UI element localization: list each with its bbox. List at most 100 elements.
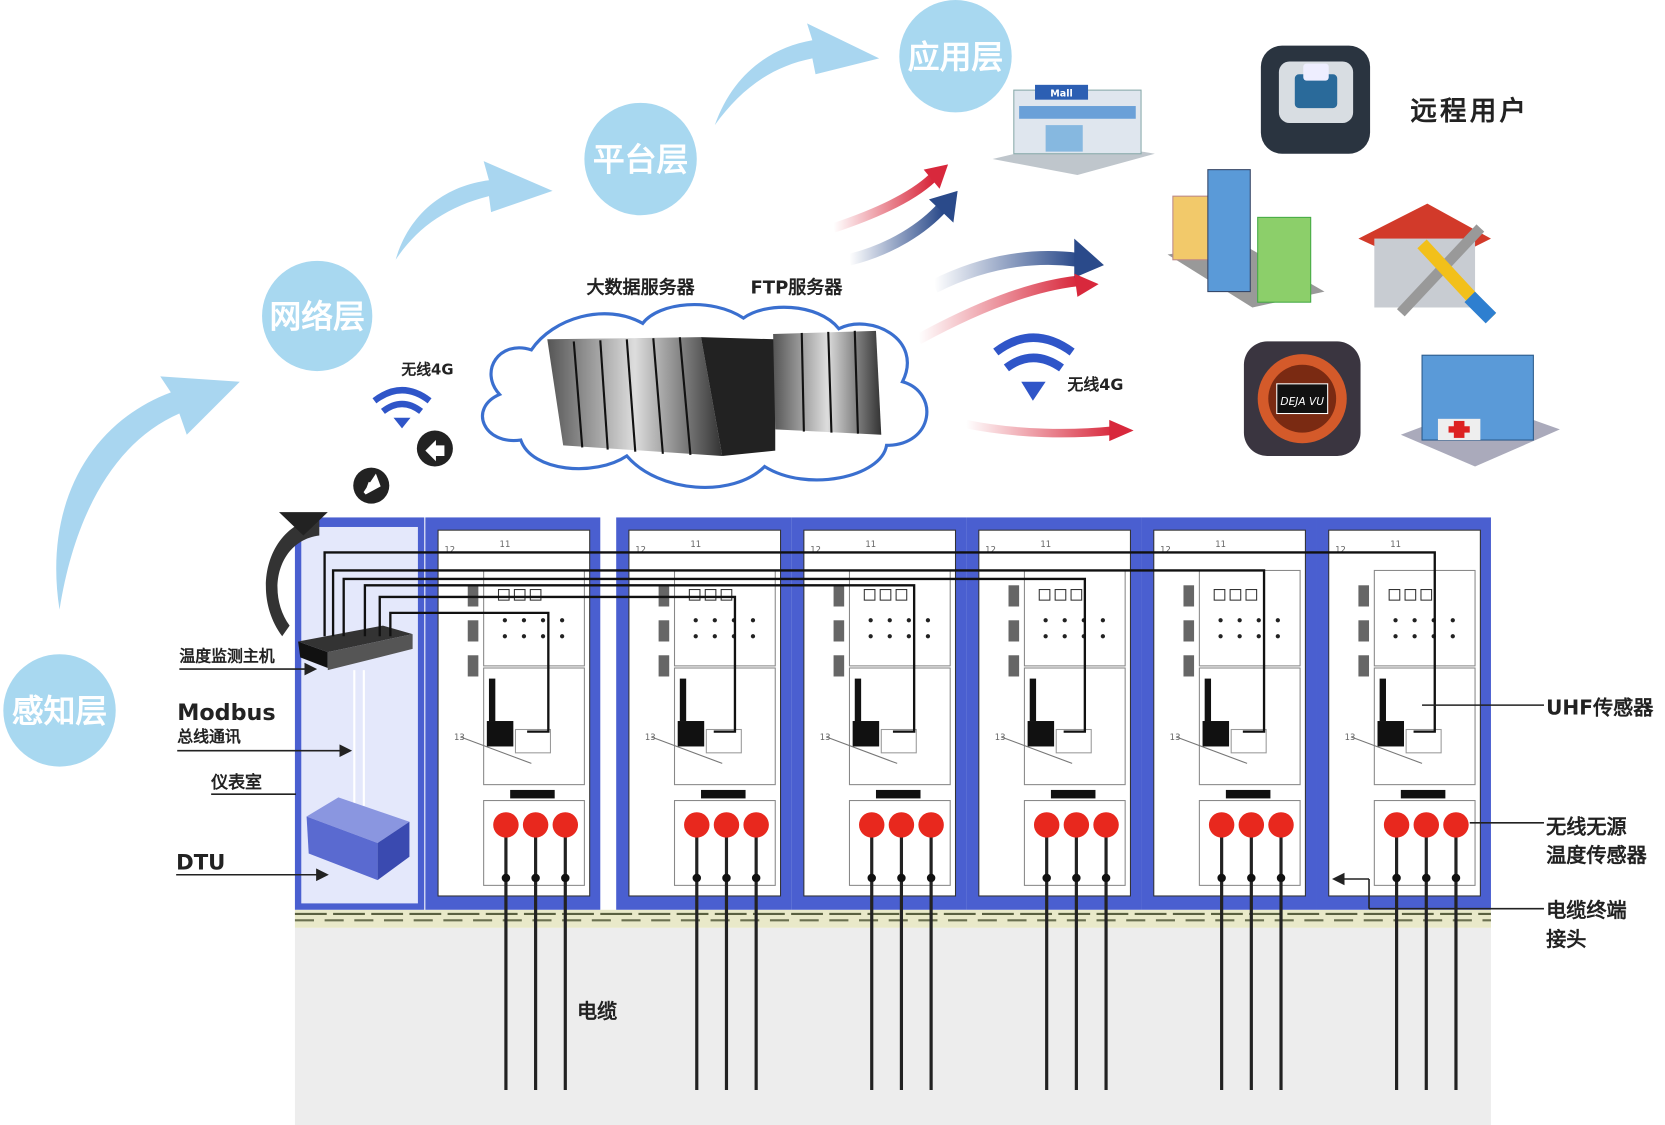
wireless-temperature-sensor (859, 812, 885, 838)
side-device (467, 655, 479, 677)
meter-icon (497, 589, 510, 601)
meter-icon (513, 589, 526, 601)
cable-terminal-joint (1072, 873, 1081, 883)
indicator-dot (925, 618, 931, 623)
indicator-dot (868, 618, 873, 623)
wireless-4g-right: 无线4G (993, 333, 1123, 401)
city-buildings-icon (1167, 169, 1325, 308)
side-device (1008, 620, 1020, 642)
breaker-box (880, 728, 917, 754)
part-number-label: 13 (995, 732, 1006, 742)
cable-terminal-joint (926, 873, 936, 883)
wifi-icon (372, 387, 432, 415)
relay-compartment (1373, 569, 1476, 667)
part-number-label: 13 (454, 732, 465, 742)
cable-terminal-joint (692, 873, 702, 883)
indicator-dot (1450, 618, 1455, 623)
temp-sensor-label-line1: 无线无源 (1546, 814, 1626, 838)
indicator-dot (540, 634, 546, 639)
flow-arrow-network-to-platform (395, 161, 553, 260)
wireless-temperature-sensor (1093, 812, 1119, 838)
side-device (1008, 585, 1020, 607)
cable-terminal-joint (1101, 873, 1111, 883)
indicator-dot (925, 634, 931, 639)
breaker-box (705, 728, 742, 754)
bus-comm-label: 总线通讯 (177, 727, 241, 746)
terminal-bar (1400, 789, 1446, 799)
indicator-dot (540, 618, 546, 623)
side-device (1183, 585, 1195, 607)
mall-sign: Mall (1050, 88, 1072, 99)
instrument-room-labels: 温度监测主机 Modbus 总线通讯 仪表室 DTU (176, 647, 353, 882)
server-cloud: 大数据服务器 FTP服务器 (480, 277, 929, 489)
terminal-bar (1225, 789, 1271, 799)
indicator-dot (1412, 634, 1417, 639)
indicator-dot (693, 634, 698, 639)
wireless-temperature-sensor (1413, 812, 1440, 838)
breaker-box (1055, 728, 1092, 754)
wireless-temperature-sensor (684, 812, 710, 838)
busbar (679, 678, 687, 722)
indicator-dot (693, 618, 698, 623)
busbar (1379, 678, 1386, 722)
busbar (1204, 678, 1212, 722)
indicator-dot (1043, 634, 1048, 639)
sensor-bus-line (323, 551, 1436, 733)
indicator-dot (1062, 618, 1067, 623)
layer-label-perception: 感知层 (12, 693, 107, 730)
sensor-bus-line (378, 595, 737, 733)
layer-label-network: 网络层 (269, 299, 364, 336)
indicator-dot (559, 618, 565, 623)
leader-line (825, 736, 898, 764)
meter-icon (720, 589, 733, 601)
indicator-dot (887, 634, 892, 639)
indicator-dot (1237, 618, 1242, 623)
cable-terminal-joint (751, 873, 761, 883)
sensor-bus-line (363, 584, 916, 733)
indicator-dot (521, 634, 527, 639)
cable-terminal-label-line1: 电缆终端 (1546, 898, 1626, 922)
wireless-temperature-sensor (493, 812, 519, 838)
meter-icon (879, 589, 892, 601)
cable-terminal-joint (722, 873, 731, 883)
side-device (833, 655, 845, 677)
sensor-bus-lines (323, 551, 1436, 733)
part-number-label: 12 (1160, 544, 1171, 554)
terminal-bar (1050, 789, 1096, 799)
indicator-dot (1237, 634, 1242, 639)
side-device (833, 585, 845, 607)
cable-trench (294, 927, 1491, 1125)
meter-icon (1388, 589, 1401, 601)
flow-arrow-perception-to-network (56, 376, 240, 610)
uhf-sensor-block (1377, 721, 1405, 747)
uhf-sensor-block (852, 721, 880, 747)
indicator-dot (1412, 618, 1417, 623)
upload-arrow-icon (353, 467, 390, 504)
indicator-dot (1062, 634, 1067, 639)
indicator-dot (1043, 618, 1048, 623)
part-number-label: 12 (985, 544, 996, 554)
cable-terminal-joint (501, 873, 511, 883)
part-number-label: 11 (865, 539, 876, 549)
terminal-bar (875, 789, 921, 799)
indicator-dot (521, 618, 527, 623)
repair-tools-icon (1358, 203, 1497, 324)
instrument-room (265, 512, 425, 910)
indicator-dot (1393, 618, 1398, 623)
wireless-temperature-sensor (1208, 812, 1235, 838)
indicator-dot (559, 634, 565, 639)
part-number-label: 12 (1335, 544, 1346, 554)
side-device (1358, 585, 1370, 607)
cable-terminal-joint (897, 873, 906, 883)
mall-icon: Mall (992, 84, 1155, 175)
meter-icon (1420, 589, 1433, 601)
layer-circle-application: 应用层 (899, 0, 1012, 113)
wireless-temperature-sensor (918, 812, 944, 838)
upload-arrow-icon (416, 430, 453, 467)
ftp-server-label: FTP服务器 (751, 277, 844, 299)
dtu-label: DTU (176, 849, 225, 874)
